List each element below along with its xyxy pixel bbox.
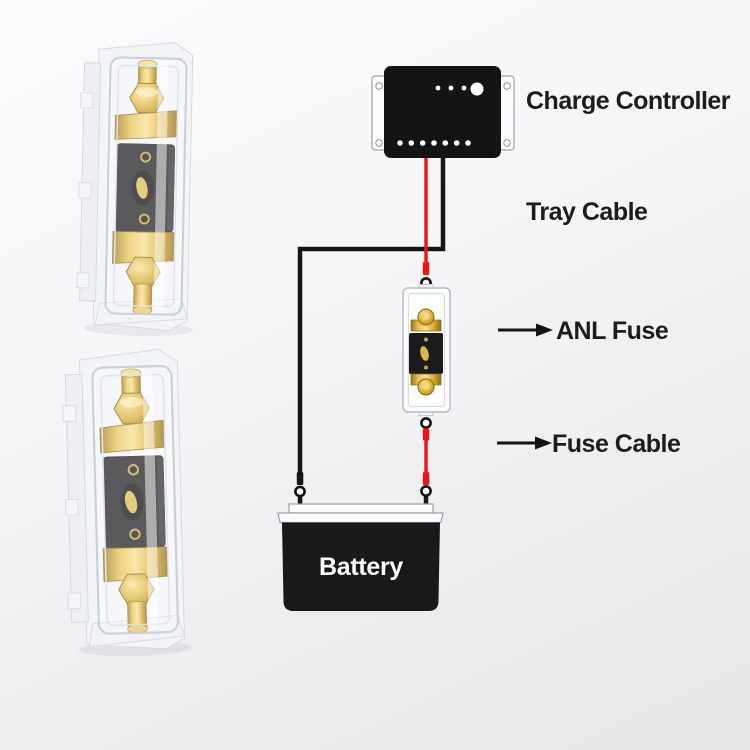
positive-wire-upper: [422, 158, 430, 275]
battery-icon: [277, 503, 444, 611]
ring-terminal-icon: [294, 485, 306, 498]
negative-wire: [296, 158, 446, 506]
anl-fuse-label: ANL Fuse: [556, 317, 669, 345]
right-arrow-icon: [498, 323, 553, 337]
charge-controller-label: Charge Controller: [526, 87, 731, 115]
ring-terminal-icon: [420, 417, 432, 429]
battery-label: Battery: [318, 553, 404, 581]
positive-wire-lower: [422, 428, 430, 506]
fuse-cable-label: Fuse Cable: [552, 430, 681, 458]
tray-cable-label: Tray Cable: [526, 198, 648, 226]
ring-terminal-icon: [420, 485, 432, 497]
charge-controller-icon: [371, 66, 515, 158]
right-arrow-icon: [497, 436, 552, 450]
anl-fuse-holder-icon: [402, 284, 451, 416]
